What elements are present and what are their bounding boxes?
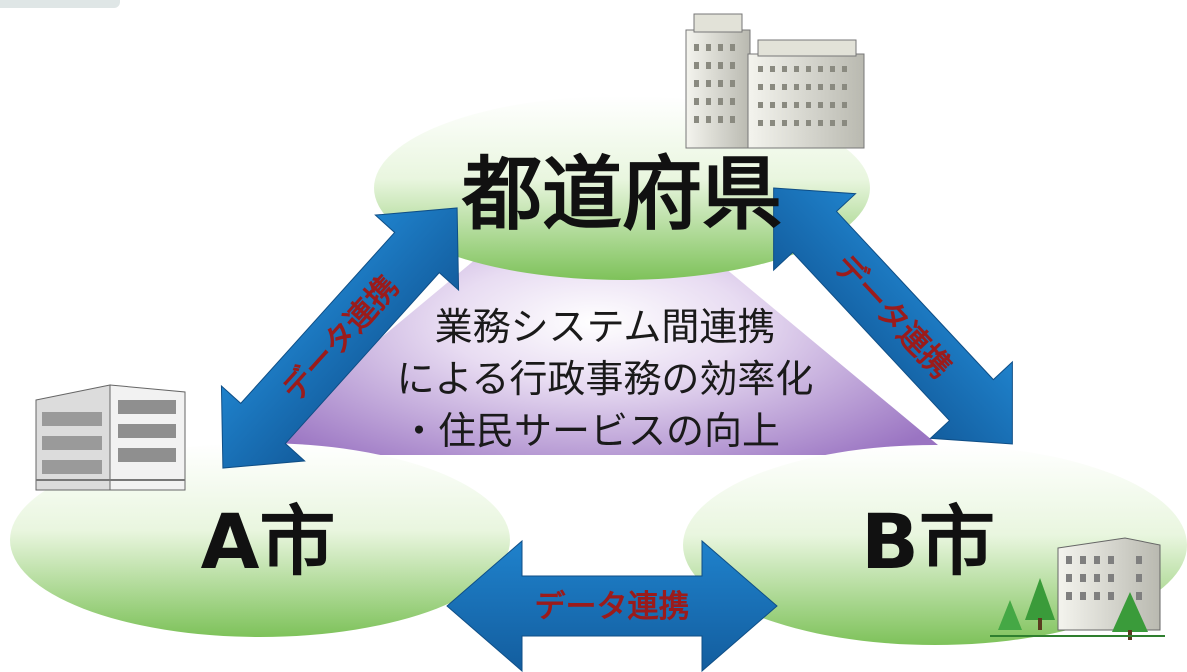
city-a-label: A市: [201, 497, 336, 586]
government-building-icon: [685, 13, 865, 149]
bottom-arrow-label: データ連携: [535, 589, 690, 625]
right-arrow-label: データ連携: [826, 248, 958, 386]
city-b-label: B市: [861, 497, 995, 586]
office-building-with-trees-icon: [990, 537, 1165, 640]
central-triangle: [240, 160, 950, 455]
city-a-ellipse: [10, 443, 510, 637]
center-text-line1: 業務システム間連携: [435, 305, 776, 349]
prefecture-label: 都道府県: [461, 148, 782, 241]
center-text-line2: による行政事務の効率化: [397, 357, 814, 401]
bottom-data-link-arrow: データ連携: [446, 539, 778, 672]
office-building-icon: [35, 384, 186, 491]
corner-tab: [0, 0, 120, 8]
center-text-line3: ・住民サービスの向上: [400, 409, 780, 453]
